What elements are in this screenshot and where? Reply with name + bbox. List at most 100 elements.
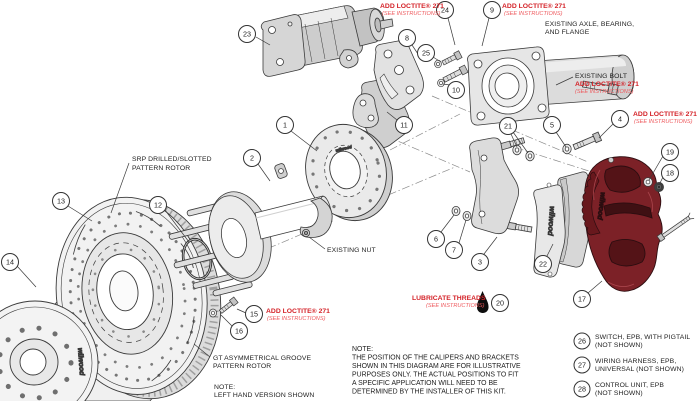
svg-text:18: 18 [666,169,674,178]
callout-7: 7 [445,241,463,259]
svg-text:17: 17 [578,295,586,304]
srp-rotor-label-1: SRP DRILLED/SLOTTED [132,156,212,163]
callout-6: 6 [427,230,445,248]
caliper: wilwood [581,156,663,292]
note-main-3: SHOWN IN THIS DIAGRAM ARE FOR ILLUSTRATI… [352,363,521,370]
brake-pads: wilwood [533,171,591,278]
svg-text:4: 4 [618,115,622,124]
bolt-15 [218,296,239,314]
note-left-1: NOTE: [214,384,235,391]
svg-text:WIRING HARNESS, EPB,: WIRING HARNESS, EPB, [595,358,676,365]
callout-11: 11 [395,116,413,134]
axle-bearing-flange [467,46,635,126]
loctite-label-right: ADD LOCTITE® 271 [633,110,697,118]
note-main-6: DETERMINED BY THE INSTALLER OF THIS KIT. [352,389,506,396]
existing-nut-label: EXISTING NUT [327,247,376,254]
legend: 26 SWITCH, EPB, WITH PIGTAIL (NOT SHOWN)… [573,332,690,398]
epb-motor-assembly [260,5,394,77]
srp-rotor-label-2: PATTERN ROTOR [132,165,190,172]
svg-text:28: 28 [578,385,586,394]
bolt-24b [442,64,469,83]
gt-rotor-wilwood-text: wilwood [76,348,85,377]
svg-text:1: 1 [283,121,287,130]
axle-hub-assembly [168,191,332,297]
callout-25: 25 [417,44,435,62]
callout-14: 14 [1,253,19,271]
callout-20: 20 [491,294,509,312]
legend-item-26: 26 SWITCH, EPB, WITH PIGTAIL (NOT SHOWN) [573,332,690,350]
callout-9: 9 [483,1,501,19]
note-main-5: A SPECIFIC APPLICATION WILL NEED TO BE [352,380,498,387]
svg-text:19: 19 [666,148,674,157]
gt-rotor-label-2: PATTERN ROTOR [213,363,271,370]
svg-text:6: 6 [434,235,438,244]
callout-3: 3 [471,253,489,271]
svg-text:14: 14 [6,258,14,267]
callout-18: 18 [661,164,679,182]
caliper-hardware [643,177,695,242]
svg-text:25: 25 [422,49,430,58]
callout-15: 15 [245,305,263,323]
callout-13: 13 [52,192,70,210]
callout-4: 4 [611,110,629,128]
note-main-1: NOTE: [352,346,373,353]
svg-text:9: 9 [490,6,494,15]
annotations: ADD LOCTITE® 271 (SEE INSTRUCTIONS) ADD … [132,2,697,399]
pad-wilwood-text: wilwood [546,206,557,237]
callout-21: 21 [499,117,517,135]
existing-axle-label-1: EXISTING AXLE, BEARING, [545,21,634,28]
note-main-2: THE POSITION OF THE CALIPERS AND BRACKET… [352,355,519,362]
pad-pin-bolt [656,212,695,242]
existing-bolt-label: EXISTING BOLT [575,73,627,80]
callout-17: 17 [573,290,591,308]
existing-bolt [582,80,619,96]
loctite-sub-right: (SEE INSTRUCTIONS) [634,119,693,125]
svg-text:8: 8 [405,34,409,43]
bolt-24a [441,50,463,66]
svg-text:23: 23 [243,30,251,39]
svg-text:16: 16 [235,327,243,336]
svg-text:20: 20 [496,299,504,308]
caliper-wilwood-text: wilwood [596,192,606,221]
legend-item-28: 28 CONTROL UNIT, EPB (NOT SHOWN) [573,380,664,398]
callout-16: 16 [230,322,248,340]
svg-text:SWITCH, EPB, WITH PIGTAIL: SWITCH, EPB, WITH PIGTAIL [595,334,690,341]
callout-12: 12 [149,196,167,214]
callout-5: 5 [543,116,561,134]
svg-text:UNIVERSAL (NOT SHOWN): UNIVERSAL (NOT SHOWN) [595,366,684,373]
callout-23: 23 [238,25,256,43]
rotor-adapter: wilwood [305,123,393,222]
leader-lines [16,17,664,358]
svg-text:(NOT SHOWN): (NOT SHOWN) [595,342,643,349]
svg-text:27: 27 [578,361,586,370]
lubricant-drop-icon [476,291,489,314]
callout-8: 8 [398,29,416,47]
callout-24: 24 [436,1,454,19]
caliper-mounting-bracket [451,131,603,235]
svg-text:22: 22 [539,260,547,269]
callout-balloons: 1 2 3 4 5 6 7 8 9 10 11 12 13 14 15 16 1… [1,1,679,340]
callout-22: 22 [534,255,552,273]
svg-text:12: 12 [154,201,162,210]
gt-rotor-disc: wilwood [0,300,99,401]
loctite-sub-top-left: (SEE INSTRUCTIONS) [382,11,441,17]
svg-text:21: 21 [504,122,512,131]
callout-10: 10 [447,81,465,99]
gt-rotor-label-1: GT ASYMMETRICAL GROOVE [213,355,311,362]
callout-19: 19 [661,143,679,161]
loctite-label-top-left: ADD LOCTITE® 271 [380,2,444,10]
loctite-sub-15: (SEE INSTRUCTIONS) [267,316,326,322]
retainer-bracket [274,163,333,238]
svg-text:13: 13 [57,197,65,206]
loctite-label-top-mid: ADD LOCTITE® 271 [502,2,566,10]
svg-text:7: 7 [452,246,456,255]
loctite-label-existing-bolt: ADD LOCTITE® 271 [575,80,639,88]
lubricate-threads-label: LUBRICATE THREADS [412,295,486,302]
svg-text:24: 24 [441,6,449,15]
loctite-sub-top-mid: (SEE INSTRUCTIONS) [504,11,563,17]
existing-axle-label-2: AND FLANGE [545,29,590,36]
callout-1: 1 [276,116,294,134]
loctite-sub-existing-bolt: (SEE INSTRUCTIONS) [575,89,634,95]
